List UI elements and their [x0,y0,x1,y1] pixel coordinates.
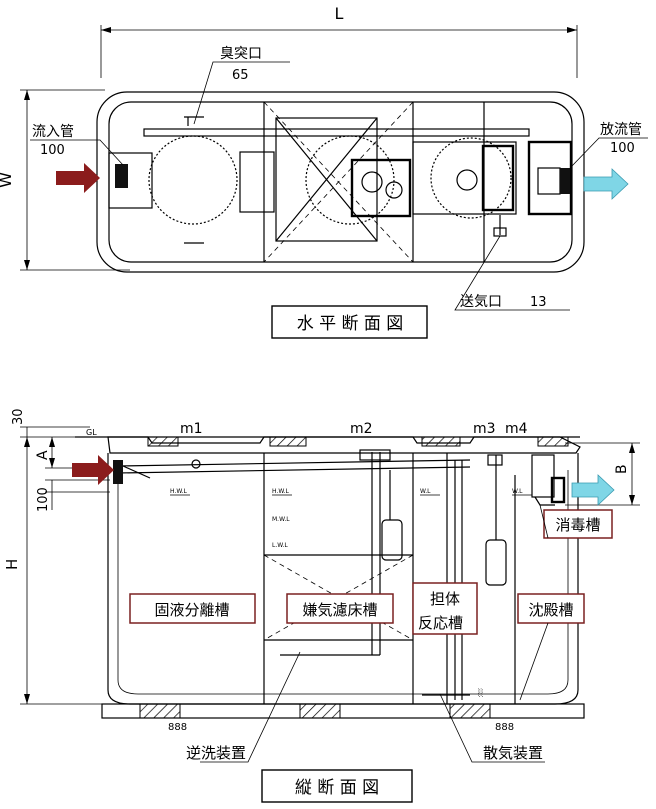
chamber-anaerobic: 嫌気濾床槽 [302,601,377,619]
dim-30-label: 30 [11,408,26,425]
carrier-box [412,582,478,635]
gravel-mark-left: 888 [168,722,187,733]
dim-H-label: H [3,559,21,570]
gravel-mark-right: 888 [495,722,514,733]
settling-box [517,593,585,624]
chamber-solid-liquid: 固液分離槽 [154,601,229,619]
solid-liquid-box [129,593,256,624]
inlet-label: 流入管 [32,124,74,140]
plan-view: L W [0,4,648,339]
anaerobic-box [286,593,394,624]
hwl-label-2: H.W.L [272,488,289,495]
air-inlet-label: 送気口 [460,294,502,310]
dimension-L: L [100,4,578,78]
section-title: 縦 断 面 図 [295,778,379,798]
manhole-m3: m3 [473,421,496,437]
manhole-m2: m2 [350,421,373,437]
chamber-settling: 沈殿槽 [528,601,573,619]
chamber-carrier-1: 担体 [430,590,460,608]
tank-inner-outline-plan [108,101,573,263]
backwash-label: 逆洗装置 [186,744,246,762]
vent-size: 65 [232,68,249,83]
disinfection-box [543,509,613,539]
manhole-m1: m1 [180,421,203,437]
dim-B-label: B [614,464,630,474]
air-diffuser-marks: ░ [478,688,483,697]
mwl-label: M.W.L [272,516,290,523]
plan-title-box [271,305,428,339]
dim-W-label: W [0,172,15,188]
section-view: 30 A 100 H B GL m1 m2 m3 m4 [3,408,640,803]
plan-title: 水 平 断 面 図 [297,314,404,334]
dim-100-label: 100 [36,487,51,512]
dim-L-label: L [335,4,344,23]
inflow-arrow-icon [56,163,100,193]
chamber-disinfection: 消毒槽 [555,516,600,534]
lwl-label: L.W.L [272,542,288,549]
wl-label-2: W.L [512,488,523,495]
dim-A-label: A [35,450,51,460]
vent-label: 臭突口 [220,46,262,62]
section-outflow-arrow-icon [571,474,615,506]
hwl-label-1: H.W.L [170,488,187,495]
wl-label-1: W.L [420,488,431,495]
aeration-label: 散気装置 [483,744,543,762]
air-inlet-size: 13 [530,295,547,310]
dimension-W: W [0,89,130,271]
chamber-carrier-2: 反応槽 [418,614,463,632]
gl-label: GL [86,428,97,437]
section-title-box [261,769,413,803]
outlet-label: 放流管 [600,122,642,138]
manhole-m4: m4 [505,421,528,437]
inlet-size: 100 [40,143,65,158]
outlet-size: 100 [610,141,635,156]
outflow-arrow-icon [583,168,629,200]
section-inflow-arrow-icon [72,455,114,485]
